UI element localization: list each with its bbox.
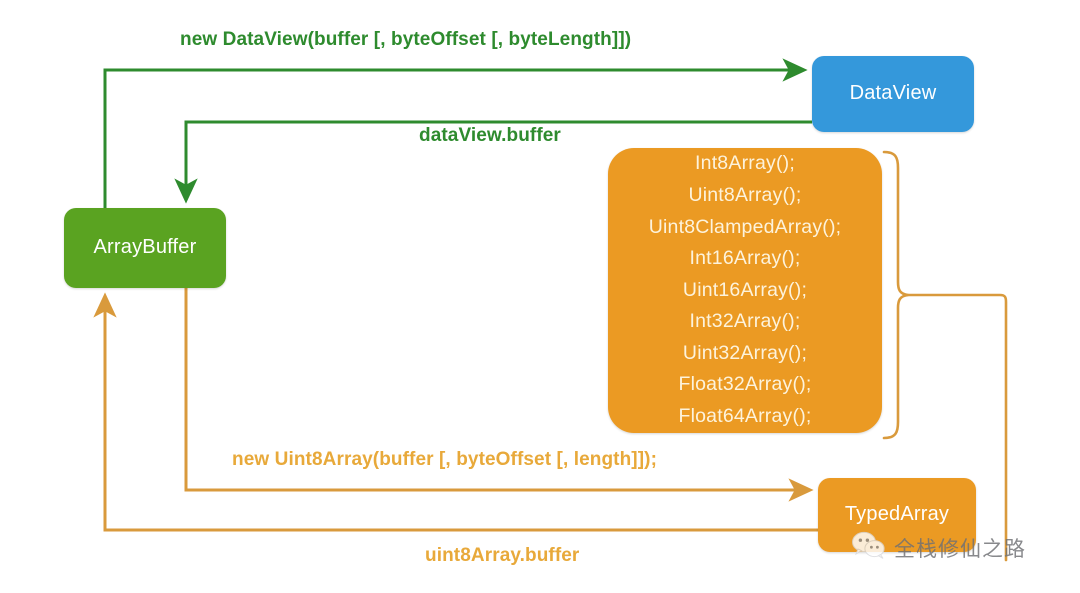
typedarray-item: Int32Array(); [689, 310, 801, 333]
typedarray-group-brace [882, 150, 910, 440]
node-arraybuffer-label: ArrayBuffer [93, 236, 197, 259]
node-arraybuffer[interactable]: ArrayBuffer [64, 208, 226, 288]
node-dataview-label: DataView [849, 82, 937, 105]
typedarray-item: Uint32Array(); [682, 341, 808, 364]
edge-label-new-dataview: new DataView(buffer [, byteOffset [, byt… [180, 29, 632, 50]
typedarray-item: Uint8Array(); [688, 183, 802, 206]
typedarray-item: Int8Array(); [695, 152, 795, 175]
node-typedarray-label: TypedArray [844, 503, 950, 526]
node-typedarray-constructor-list[interactable]: Int8Array(); Uint8Array(); Uint8ClampedA… [608, 148, 882, 433]
watermark-text: 全栈修仙之路 [894, 536, 1026, 561]
typedarray-item: Int16Array(); [689, 247, 801, 270]
edge-label-dataview-buffer: dataView.buffer [419, 125, 561, 146]
edge-label-new-uint8array: new Uint8Array(buffer [, byteOffset [, l… [232, 449, 658, 470]
watermark: 全栈修仙之路 [852, 531, 1026, 564]
typedarray-item: Uint16Array(); [682, 278, 808, 301]
typedarray-item: Uint8ClampedArray(); [648, 215, 842, 238]
edge-label-uint8array-buffer: uint8Array.buffer [425, 545, 580, 566]
typedarray-item: Float32Array(); [678, 373, 812, 396]
node-dataview[interactable]: DataView [812, 56, 974, 132]
wechat-icon [852, 531, 886, 564]
typedarray-item: Float64Array(); [678, 405, 812, 428]
